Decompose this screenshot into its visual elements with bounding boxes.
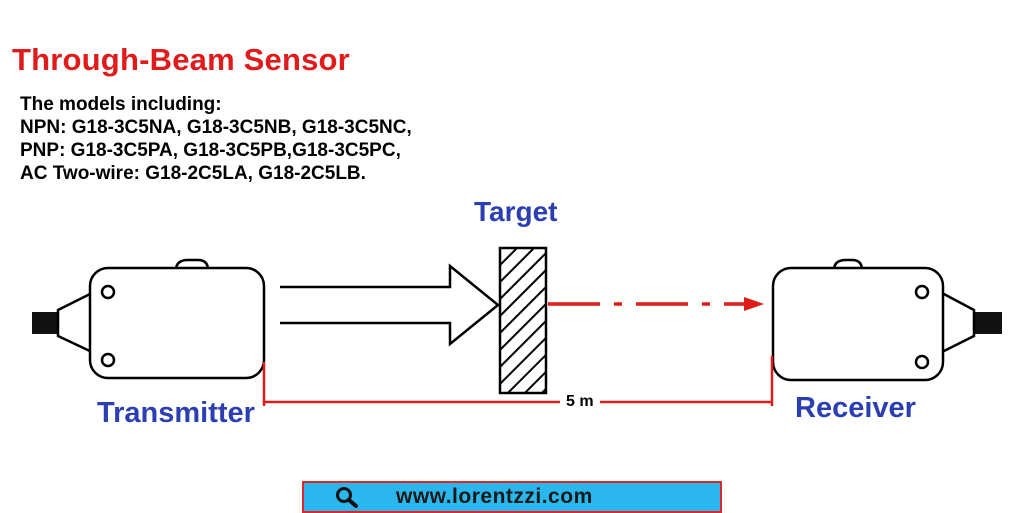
transmitter-cable [32,312,60,334]
distance-dimension [262,356,774,406]
website-url[interactable]: www.lorentzzi.com [396,485,593,508]
blocked-beam [548,297,764,311]
receiver-label: Receiver [795,392,916,424]
search-icon [336,487,358,508]
target-label: Target [474,196,558,227]
receiver-neck [940,290,976,355]
mount-hole [914,284,930,300]
mount-hole [914,354,930,370]
mount-hole [100,352,116,368]
mount-hole [100,284,116,300]
target-block [498,246,548,395]
receiver-cable [972,312,1002,334]
models-line: AC Two-wire: G18-2C5LA, G18-2C5LB. [20,163,366,184]
models-line: PNP: G18-3C5PA, G18-3C5PB,G18-3C5PC, [20,140,401,161]
distance-label: 5 m [560,393,600,411]
receiver-device [771,258,1002,382]
beam-arrow [280,263,500,347]
receiver-housing [771,266,945,382]
transmitter-housing [88,266,266,380]
transmitter-device [32,258,266,380]
website-bar[interactable]: www.lorentzzi.com [302,481,722,513]
transmitter-neck [56,290,94,354]
models-line: NPN: G18-3C5NA, G18-3C5NB, G18-3C5NC, [20,117,412,138]
models-heading: The models including: [20,94,222,115]
transmitter-label: Transmitter [97,397,255,429]
page-title: Through-Beam Sensor [12,42,350,77]
models-list: The models including: NPN: G18-3C5NA, G1… [20,93,412,185]
